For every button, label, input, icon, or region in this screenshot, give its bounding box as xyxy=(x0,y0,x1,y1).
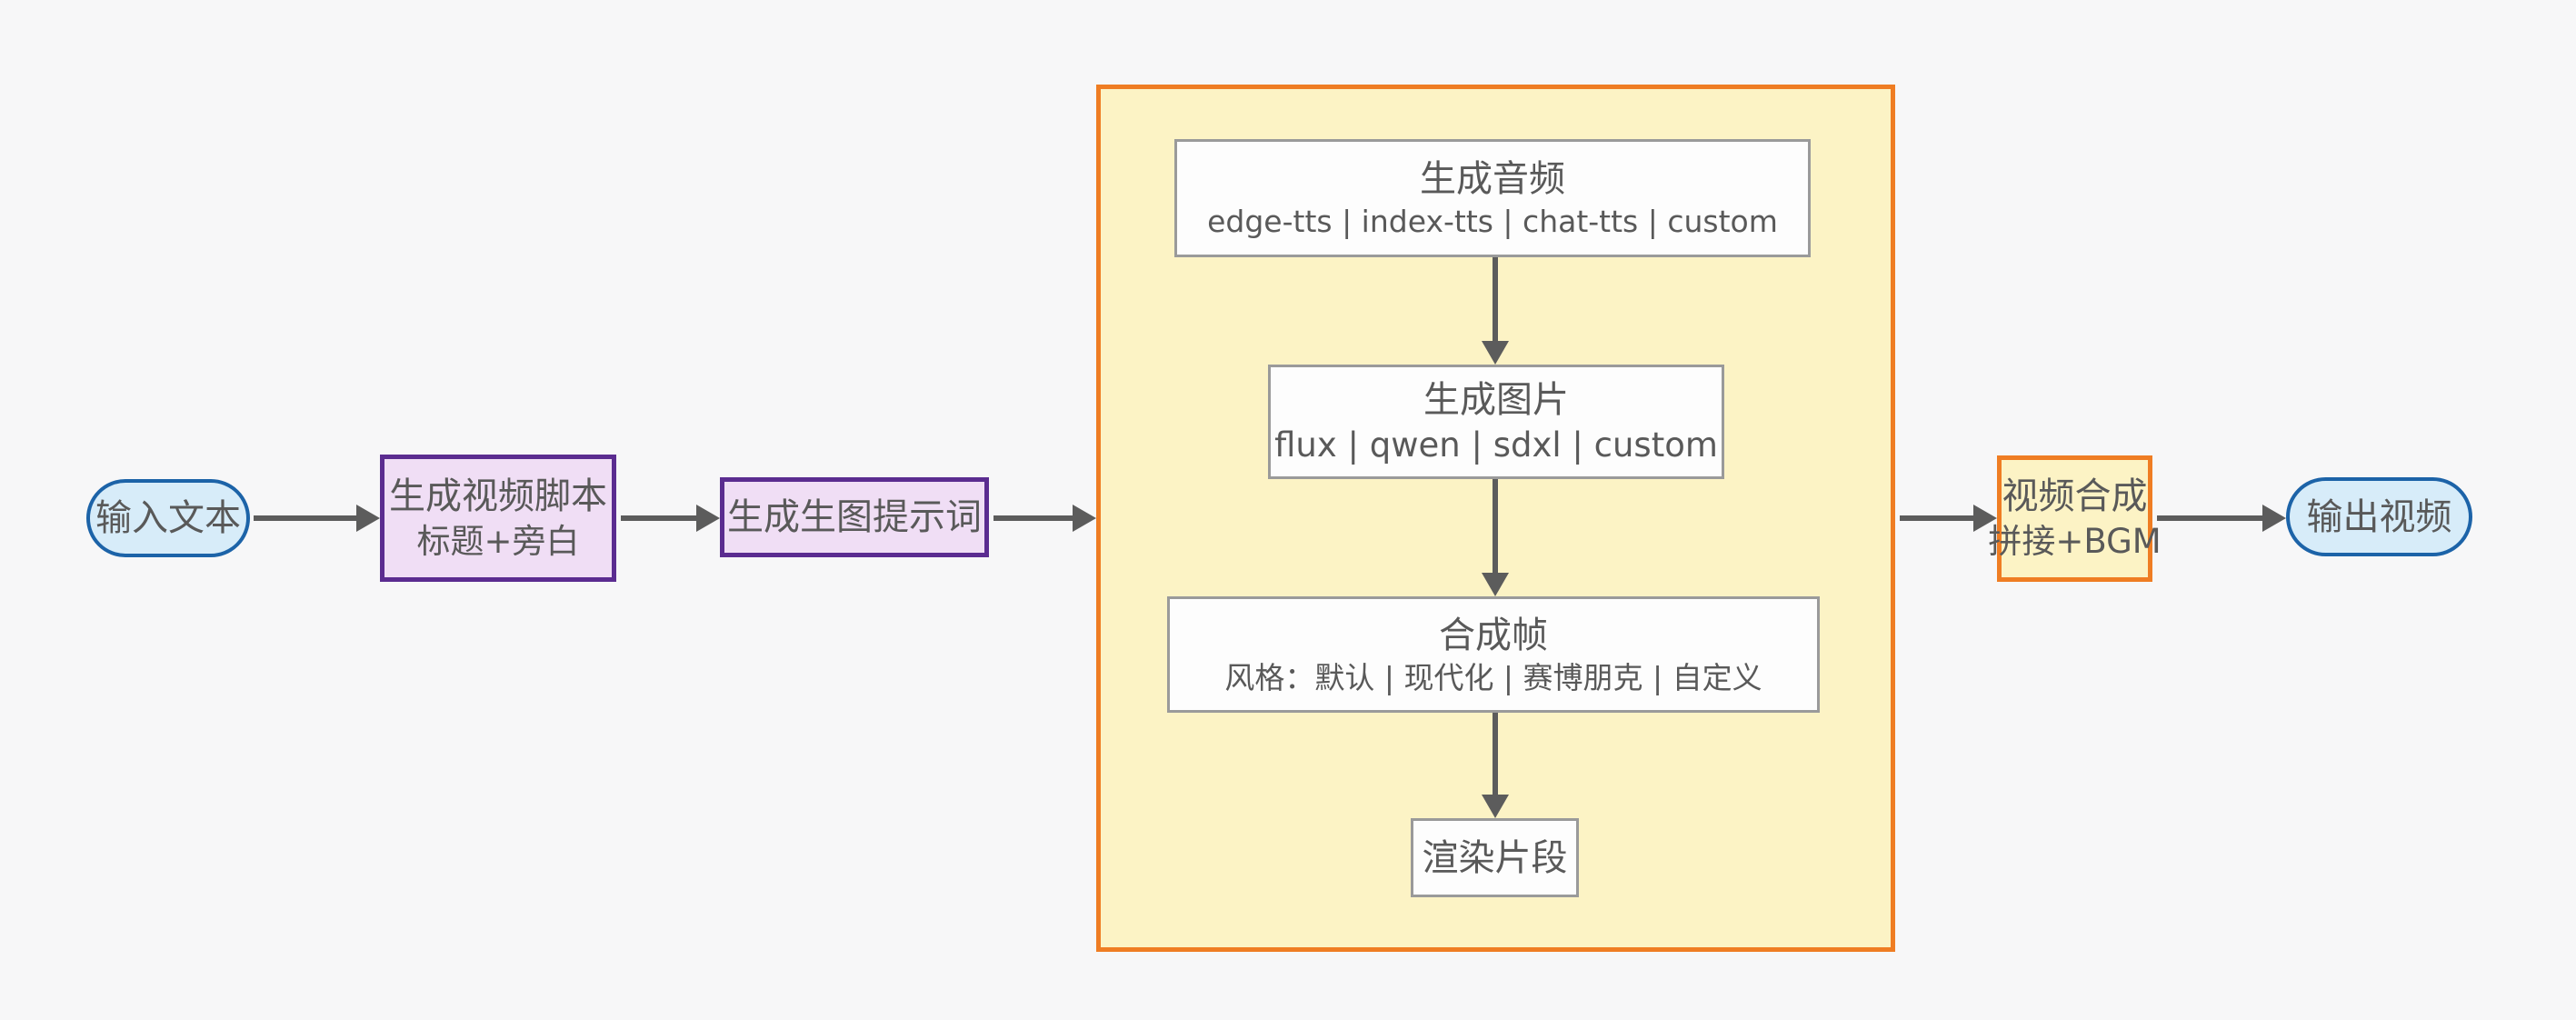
arrow-prompt-to-group xyxy=(993,503,1096,534)
process-node-generate-image-prompt: 生成生图提示词 xyxy=(720,477,989,557)
step-node-generate-images: 生成图片 flux | qwen | sdxl | custom xyxy=(1268,365,1724,479)
process-node-generate-script: 生成视频脚本 标题+旁白 xyxy=(380,455,616,582)
arrowhead-icon xyxy=(2262,505,2286,532)
node-title: 生成音频 xyxy=(1420,157,1565,200)
arrowhead-icon xyxy=(1073,505,1096,532)
group-container-segment-pipeline: 生成音频 edge-tts | index-tts | chat-tts | c… xyxy=(1096,85,1895,952)
arrow-shaft xyxy=(254,515,360,521)
arrowhead-icon xyxy=(1482,573,1509,596)
node-subtitle: flux | qwen | sdxl | custom xyxy=(1274,425,1718,465)
node-title: 生成图片 xyxy=(1423,378,1569,421)
node-subtitle: 标题+旁白 xyxy=(416,521,580,561)
node-label: 生成生图提示词 xyxy=(727,496,982,538)
arrow-shaft xyxy=(1493,713,1498,798)
node-subtitle: edge-tts | index-tts | chat-tts | custom xyxy=(1207,203,1778,239)
arrow-compose-to-output xyxy=(2157,503,2286,534)
arrowhead-icon xyxy=(1482,795,1509,818)
arrow-shaft xyxy=(1900,515,1977,521)
step-node-compose-frames: 合成帧 风格：默认 | 现代化 | 赛博朋克 | 自定义 xyxy=(1167,596,1820,713)
arrow-group-to-compose xyxy=(1900,503,1997,534)
step-node-render-segment: 渲染片段 xyxy=(1411,818,1579,897)
node-label: 渲染片段 xyxy=(1422,836,1568,879)
process-node-video-compose: 视频合成 拼接+BGM xyxy=(1988,455,2162,582)
arrow-input-to-script xyxy=(254,503,380,534)
arrow-shaft xyxy=(1493,479,1498,576)
arrow-frame-to-render xyxy=(1480,713,1511,818)
node-label: 输入文本 xyxy=(95,497,241,539)
arrowhead-icon xyxy=(696,505,720,532)
arrowhead-icon xyxy=(356,505,380,532)
arrow-shaft xyxy=(2157,515,2266,521)
arrow-script-to-prompt xyxy=(621,503,720,534)
node-label: 输出视频 xyxy=(2306,495,2452,538)
node-title: 合成帧 xyxy=(1439,614,1548,656)
arrowhead-icon xyxy=(1973,505,1997,532)
step-node-generate-audio: 生成音频 edge-tts | index-tts | chat-tts | c… xyxy=(1174,139,1811,257)
arrow-shaft xyxy=(621,515,700,521)
node-subtitle: 拼接+BGM xyxy=(1988,522,2162,562)
node-title: 视频合成 xyxy=(2002,475,2148,518)
node-subtitle: 风格：默认 | 现代化 | 赛博朋克 | 自定义 xyxy=(1224,659,1762,695)
arrow-shaft xyxy=(993,515,1076,521)
terminal-node-output-video: 输出视频 xyxy=(2286,477,2472,556)
arrow-audio-to-image xyxy=(1480,257,1511,365)
arrow-image-to-frame xyxy=(1480,479,1511,596)
terminal-node-input-text: 输入文本 xyxy=(86,479,250,557)
arrow-shaft xyxy=(1493,257,1498,345)
node-title: 生成视频脚本 xyxy=(389,475,607,517)
arrowhead-icon xyxy=(1482,341,1509,365)
